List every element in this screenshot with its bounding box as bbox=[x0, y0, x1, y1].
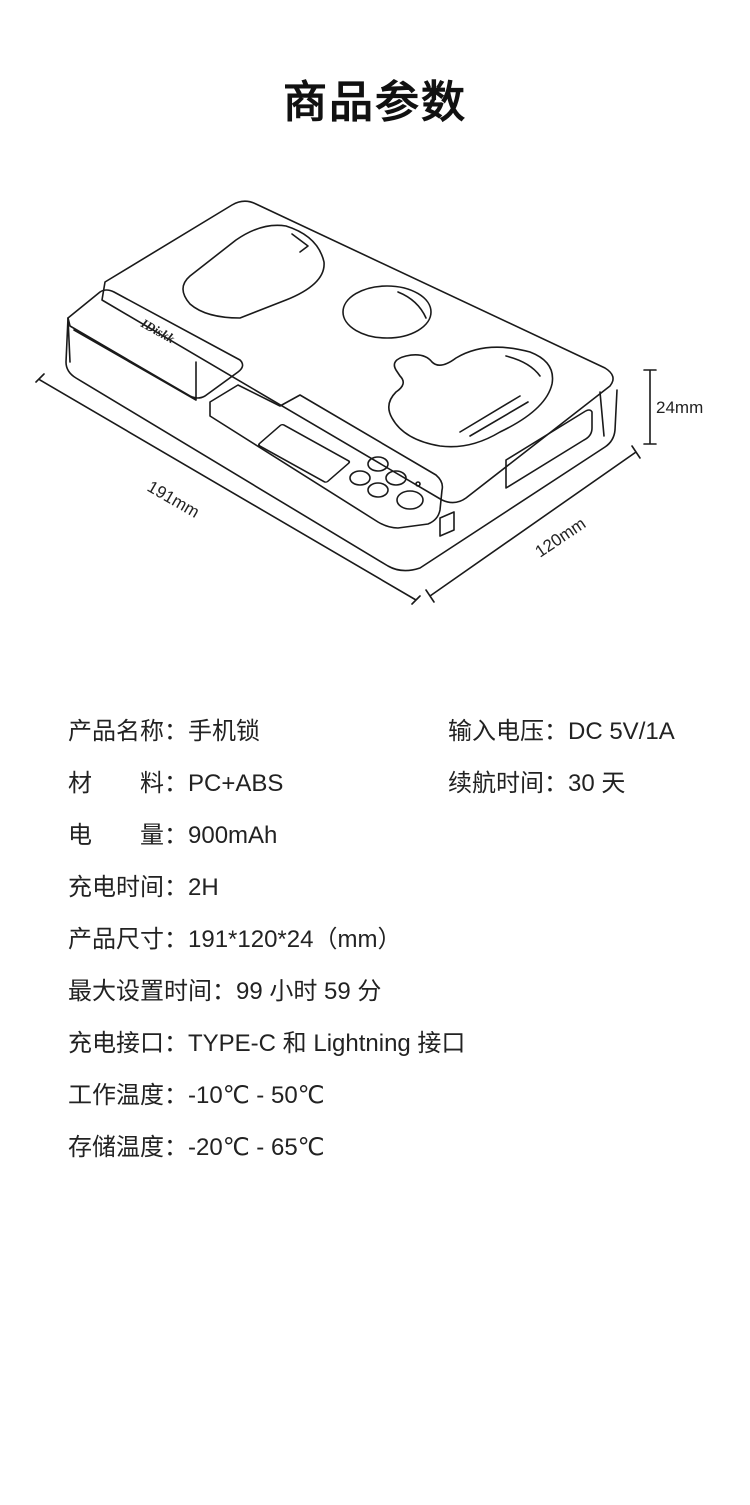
cutout-round bbox=[342, 285, 432, 339]
spec-charge-time: 充电时间：2H bbox=[68, 872, 219, 903]
brand-logo: IDiskk bbox=[138, 315, 178, 346]
spec-material: 材 料：PC+ABS bbox=[68, 768, 283, 799]
side-window bbox=[505, 409, 593, 489]
spec-product-size: 产品尺寸：191*120*24（mm） bbox=[68, 924, 401, 955]
block-front bbox=[67, 317, 71, 363]
spec-operating-temp: 工作温度：-10℃ - 50℃ bbox=[68, 1080, 325, 1111]
spec-value: 191*120*24（mm） bbox=[188, 926, 402, 953]
button-power bbox=[396, 490, 424, 510]
spec-label: 产品名称： bbox=[68, 717, 188, 745]
spec-charge-port: 充电接口：TYPE-C 和 Lightning 接口 bbox=[68, 1028, 465, 1059]
spec-value: 2H bbox=[188, 874, 219, 901]
spec-label: 最大设置时间： bbox=[68, 977, 236, 1005]
button-1 bbox=[367, 456, 389, 472]
button-3 bbox=[349, 470, 371, 486]
spec-label: 工作温度： bbox=[68, 1081, 188, 1109]
spec-value: DC 5V/1A bbox=[568, 718, 675, 745]
spec-value: -20℃ - 65℃ bbox=[188, 1134, 325, 1161]
dim-length-line bbox=[35, 373, 421, 605]
spec-max-timer: 最大设置时间：99 小时 59 分 bbox=[68, 976, 381, 1007]
spec-value: 30 天 bbox=[568, 770, 626, 797]
lid-top bbox=[101, 200, 614, 504]
spec-input-voltage: 输入电压：DC 5V/1A bbox=[448, 716, 675, 747]
spec-capacity: 电 量：900mAh bbox=[68, 820, 277, 851]
spec-label: 续航时间： bbox=[448, 769, 568, 797]
page-title: 商品参数 bbox=[283, 77, 467, 128]
cutout-shaped bbox=[388, 346, 554, 448]
block-front-edge bbox=[73, 329, 197, 401]
block-top bbox=[67, 289, 244, 399]
case-side bbox=[65, 317, 618, 572]
dim-height-line bbox=[643, 369, 657, 445]
spec-value: 手机锁 bbox=[188, 718, 260, 745]
dim-width-line bbox=[425, 445, 641, 603]
spec-battery-life: 续航时间：30 天 bbox=[448, 768, 625, 799]
spec-label: 产品尺寸： bbox=[68, 925, 188, 953]
spec-value: 900mAh bbox=[188, 822, 278, 849]
length-dimension-label: 191mm bbox=[144, 477, 203, 522]
spec-label: 材 料： bbox=[68, 769, 188, 797]
width-dimension-label: 120mm bbox=[532, 514, 590, 561]
spec-label: 充电接口： bbox=[68, 1029, 188, 1057]
spec-value: TYPE-C 和 Lightning 接口 bbox=[188, 1030, 466, 1057]
spec-storage-temp: 存储温度：-20℃ - 65℃ bbox=[68, 1132, 325, 1163]
button-2 bbox=[385, 470, 407, 486]
port bbox=[439, 511, 455, 537]
product-drawing: IDiskk 24mm 191mm 120mm bbox=[35, 200, 703, 605]
spec-label: 存储温度： bbox=[68, 1133, 188, 1161]
display-panel bbox=[257, 423, 351, 483]
spec-label: 充电时间： bbox=[68, 873, 188, 901]
spec-product-name: 产品名称：手机锁 bbox=[68, 716, 260, 747]
spec-value: -10℃ - 50℃ bbox=[188, 1082, 325, 1109]
button-4 bbox=[367, 482, 389, 498]
spec-value: PC+ABS bbox=[188, 770, 284, 797]
spec-value: 99 小时 59 分 bbox=[236, 978, 382, 1005]
height-dimension-label: 24mm bbox=[656, 398, 703, 417]
spec-label: 电 量： bbox=[68, 821, 188, 849]
spec-label: 输入电压： bbox=[448, 717, 568, 745]
control-strip bbox=[209, 384, 444, 529]
cutout-large bbox=[182, 224, 325, 319]
